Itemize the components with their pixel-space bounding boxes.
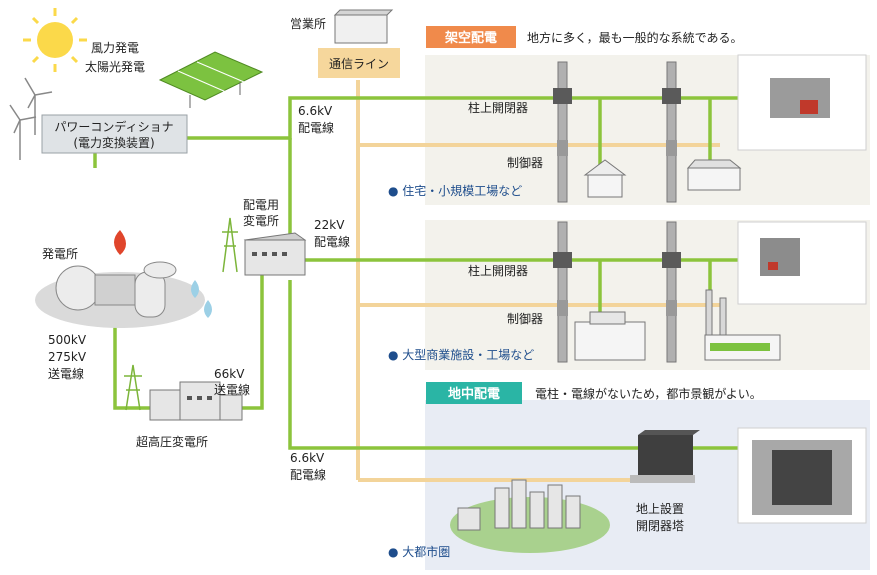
- transmission-line-label: 送電線: [48, 366, 84, 381]
- underground-description: 電柱・電線がないため，都市景観がよい。: [535, 386, 762, 401]
- underground-bullet: ● 大都市圏: [388, 544, 450, 559]
- factory-icon: [704, 289, 781, 361]
- pole-switch-icon: [553, 88, 681, 268]
- overhead-badge-label: 架空配電: [444, 30, 497, 46]
- line-6.6kv-upper-label: 配電線: [298, 120, 334, 135]
- ultra-substation-icon: [149, 381, 243, 421]
- ultra-substation-label: 超高圧変電所: [136, 434, 208, 449]
- dist-substation-label-1: 配電用: [243, 198, 279, 212]
- controller-label-2: 制御器: [507, 311, 543, 326]
- wind-turbine-icon: [9, 77, 53, 160]
- wind-solar-label-2: 太陽光発電: [85, 59, 145, 74]
- switch-equipment-photo: [737, 54, 867, 151]
- line-22kv-label: 配電線: [314, 234, 350, 249]
- pad-switch-label-1: 地上設置: [636, 501, 684, 516]
- underground-badge-label: 地中配電: [448, 386, 500, 402]
- sun-icon: [23, 8, 87, 72]
- communication-line-box: [318, 48, 400, 78]
- city-icon: [450, 479, 610, 553]
- controller-icon: [557, 140, 677, 316]
- small-factory-icon: [686, 159, 742, 191]
- communication-line: [356, 80, 720, 482]
- communication-line-label: 通信ライン: [329, 57, 389, 71]
- line-6.6kv-upper-voltage: 6.6kV: [298, 104, 333, 118]
- pole-switch-label-1: 柱上開閉器: [468, 100, 528, 115]
- line-66kv-label: 送電線: [214, 382, 250, 397]
- wind-solar-label-1: 風力発電: [91, 41, 139, 55]
- overhead-bullet-2: ● 大型商業施設・工場など: [388, 347, 534, 362]
- power-conditioner-box: [41, 114, 188, 154]
- office-building-icon: [333, 9, 394, 44]
- transmission-voltage-275: 275kV: [48, 350, 87, 364]
- line-6.6kv-lower-label: 配電線: [290, 467, 326, 482]
- overhead-bullet-1: ● 住宅・小規模工場など: [388, 183, 522, 198]
- solar-panel-icon: [158, 51, 264, 108]
- pole-switch-label-2: 柱上開閉器: [468, 263, 528, 278]
- line-22kv-voltage: 22kV: [314, 218, 345, 232]
- dist-substation-label-2: 変電所: [243, 213, 279, 228]
- overhead-badge: [426, 26, 516, 48]
- overhead-description: 地方に多く，最も一般的な系統である。: [527, 30, 743, 45]
- pad-mounted-switch-icon: [630, 430, 700, 483]
- pad-switch-label-2: 開閉器塔: [636, 519, 684, 533]
- transmission-tower-icon: [124, 217, 238, 411]
- underground-badge: [426, 382, 522, 404]
- transmission-voltage-500: 500kV: [48, 333, 87, 347]
- power-conditioner-label-2: (電力変換装置): [73, 135, 154, 150]
- power-conditioner-label-1: パワーコンディショナ: [54, 119, 173, 134]
- controller-label-1: 制御器: [507, 155, 543, 170]
- distribution-substation-icon: [243, 232, 307, 276]
- commercial-facility-icon: [574, 311, 646, 361]
- utility-pole-icon: [557, 61, 677, 363]
- office-label: 営業所: [290, 17, 326, 31]
- power-plant-label: 発電所: [42, 247, 78, 261]
- line-6.6kv-lower-voltage: 6.6kV: [290, 451, 325, 465]
- power-plant-icon: [35, 230, 212, 328]
- switchgear-cabinet-photo: [737, 427, 867, 524]
- line-66kv-voltage: 66kV: [214, 367, 245, 381]
- switch-equipment-photo-2: [737, 221, 867, 305]
- house-icon: [583, 159, 627, 198]
